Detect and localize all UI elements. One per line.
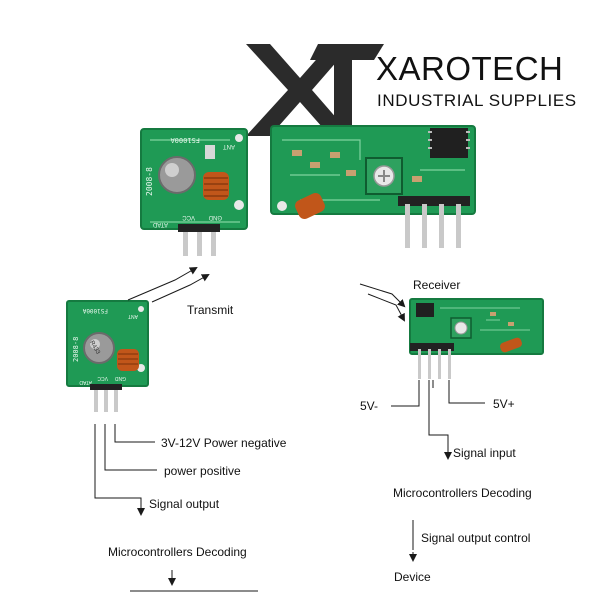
top-tx-batch-text: 2008-8 <box>145 167 154 196</box>
small-rx-coil-icon <box>500 337 522 353</box>
small-transmitter-module: R433 FS1000A 2008-8 ANT ATAD VCC GND <box>66 300 149 412</box>
rx-signal-input-label: Signal input <box>453 446 516 460</box>
top-tx-coil-icon <box>203 172 229 200</box>
small-tx-batch-text: 2008-8 <box>72 337 80 362</box>
top-tx-pin-vcc-text: VCC <box>182 214 195 220</box>
tx-data-label: Signal output <box>149 497 220 511</box>
brand-name: XAROTECH <box>376 50 564 87</box>
small-tx-ant-text: ANT <box>128 313 138 319</box>
top-tx-pin-gnd-text: GND <box>208 214 222 220</box>
rx-5v-minus-label: 5V- <box>360 399 379 413</box>
small-receiver-module <box>409 298 544 379</box>
small-tx-coil-icon <box>117 349 139 371</box>
small-tx-pin-gnd-text: GND <box>115 375 127 381</box>
connector-lines <box>94 267 485 592</box>
tx-gnd-label: 3V-12V Power negative <box>161 436 287 450</box>
brand-logo <box>246 44 384 136</box>
transmit-label: Transmit <box>187 303 234 317</box>
small-tx-model-text: FS1000A <box>82 307 108 314</box>
top-receiver-module <box>270 125 476 248</box>
rx-signal-output-control-label: Signal output control <box>421 531 531 545</box>
brand-tagline: INDUSTRIAL SUPPLIES <box>377 91 577 110</box>
tx-vcc-label: power positive <box>164 464 241 478</box>
top-transmitter-module: FS1000A 2008-8 ANT ATAD VCC GND <box>140 128 248 256</box>
tx-mcu-label: Microcontrollers Decoding <box>108 545 247 559</box>
rx-5v-plus-label: 5V+ <box>493 397 515 411</box>
receiver-label: Receiver <box>413 278 461 292</box>
small-tx-pin-vcc-text: VCC <box>97 375 108 381</box>
top-tx-ant-text: ANT <box>223 143 235 149</box>
logo-x-icon <box>246 44 352 136</box>
rx-mcu-label: Microcontrollers Decoding <box>393 486 532 500</box>
logo-t-icon <box>310 44 384 136</box>
rx-device-label: Device <box>394 570 431 584</box>
small-tx-pin-data-text: ATAD <box>79 379 92 385</box>
top-rx-coil-icon <box>295 192 325 220</box>
top-tx-pin-data-text: ATAD <box>152 221 168 227</box>
top-tx-model-text: FS1000A <box>170 136 200 144</box>
